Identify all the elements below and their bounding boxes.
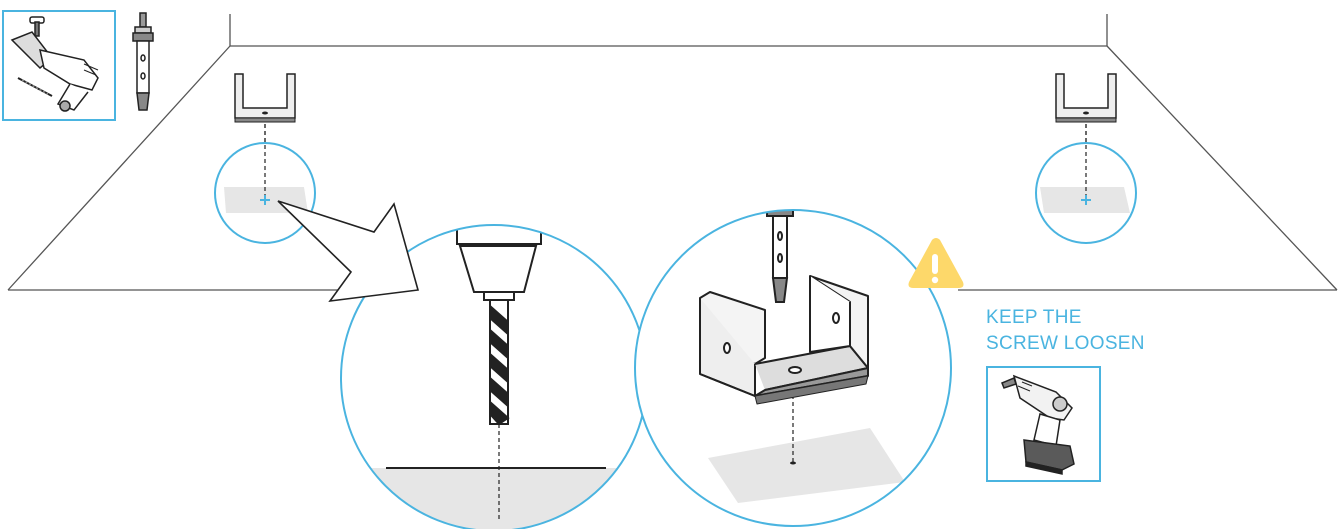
drill-mark-left bbox=[214, 124, 316, 244]
u-bracket-icon bbox=[699, 275, 869, 405]
wall-bracket-left-icon bbox=[234, 73, 296, 196]
cordless-screwdriver-icon bbox=[1001, 374, 1075, 475]
drill-bit-icon bbox=[456, 225, 542, 520]
bracket-detail-circle bbox=[634, 209, 952, 527]
anchor-bolt-detail-icon bbox=[766, 210, 794, 303]
hammer-drill-tool-box bbox=[2, 10, 116, 121]
loose-screw-note: KEEP THE SCREW LOOSEN bbox=[986, 305, 1186, 357]
note-line-2: SCREW LOOSEN bbox=[986, 333, 1145, 354]
drill-mark-right bbox=[1035, 124, 1137, 244]
expansion-anchor-bolt-icon bbox=[132, 12, 154, 111]
note-line-1: KEEP THE bbox=[986, 307, 1082, 328]
zoom-arrow-icon bbox=[277, 200, 420, 303]
room-outline bbox=[7, 14, 1338, 291]
warning-triangle-icon bbox=[908, 238, 964, 288]
wall-bracket-right-icon bbox=[1055, 73, 1117, 196]
cordless-screwdriver-tool-box bbox=[986, 366, 1101, 482]
hammer-drill-icon bbox=[10, 16, 99, 112]
